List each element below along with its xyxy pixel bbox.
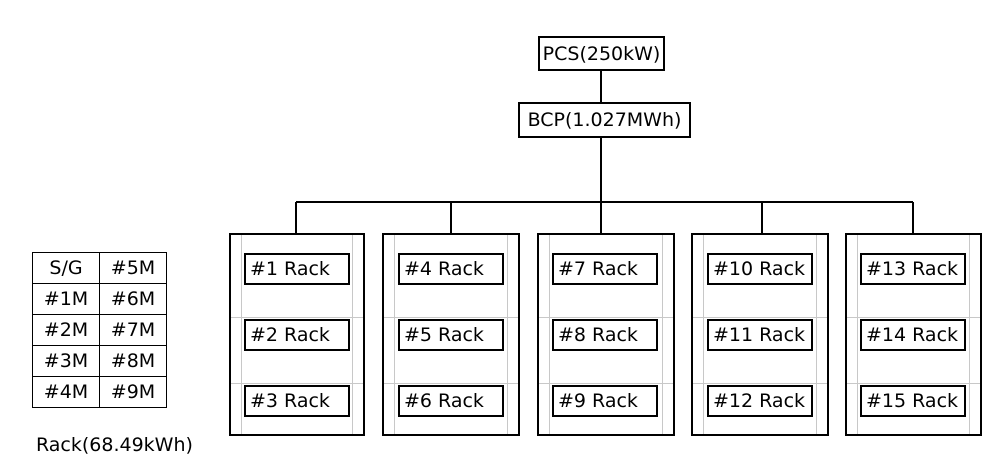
legend-cell: #3M — [32, 345, 100, 377]
legend-caption: Rack(68.49kWh) — [36, 434, 193, 456]
legend-cell: #6M — [99, 283, 167, 315]
legend-cell: #5M — [99, 252, 167, 284]
legend-row: #3M #8M — [32, 345, 167, 377]
module-legend-table: S/G #5M #1M #6M #2M #7M #3M #8M #4M #9M — [32, 252, 167, 408]
legend-row: #4M #9M — [32, 376, 167, 408]
legend-cell: #9M — [99, 376, 167, 408]
legend-row: #2M #7M — [32, 314, 167, 346]
rack-box: #9 Rack — [552, 385, 658, 417]
rack-label: #15 Rack — [866, 390, 959, 412]
rack-box: #4 Rack — [398, 253, 504, 285]
rack-label: #9 Rack — [558, 390, 638, 412]
rack-box: #7 Rack — [552, 253, 658, 285]
rack-box: #15 Rack — [860, 385, 966, 417]
legend-cell: #2M — [32, 314, 100, 346]
rack-group-2 — [382, 233, 520, 436]
rack-box: #8 Rack — [552, 319, 658, 351]
rack-group-1 — [229, 233, 365, 436]
legend-cell: #1M — [32, 283, 100, 315]
rack-label: #12 Rack — [713, 390, 806, 412]
rack-label: #11 Rack — [713, 324, 806, 346]
rack-label: #3 Rack — [250, 390, 330, 412]
rack-label: #4 Rack — [404, 258, 484, 280]
rack-box: #14 Rack — [860, 319, 966, 351]
rack-box: #1 Rack — [244, 253, 350, 285]
rack-label: #13 Rack — [866, 258, 959, 280]
rack-label: #2 Rack — [250, 324, 330, 346]
legend-row: S/G #5M — [32, 252, 167, 284]
rack-box: #2 Rack — [244, 319, 350, 351]
legend-row: #1M #6M — [32, 283, 167, 315]
rack-box: #12 Rack — [707, 385, 813, 417]
pcs-box: PCS(250kW) — [538, 36, 665, 71]
bcp-label: BCP(1.027MWh) — [527, 109, 682, 131]
legend-cell: #4M — [32, 376, 100, 408]
rack-box: #6 Rack — [398, 385, 504, 417]
rack-group-4 — [691, 233, 829, 436]
legend-cell: #8M — [99, 345, 167, 377]
rack-box: #10 Rack — [707, 253, 813, 285]
rack-label: #6 Rack — [404, 390, 484, 412]
rack-label: #10 Rack — [713, 258, 806, 280]
legend-cell: S/G — [32, 252, 100, 284]
rack-box: #11 Rack — [707, 319, 813, 351]
rack-label: #7 Rack — [558, 258, 638, 280]
rack-group-3 — [537, 233, 675, 436]
rack-label: #8 Rack — [558, 324, 638, 346]
legend-cell: #7M — [99, 314, 167, 346]
rack-box: #5 Rack — [398, 319, 504, 351]
rack-box: #3 Rack — [244, 385, 350, 417]
pcs-label: PCS(250kW) — [542, 42, 661, 65]
rack-box: #13 Rack — [860, 253, 966, 285]
rack-label: #1 Rack — [250, 258, 330, 280]
bcp-box: BCP(1.027MWh) — [518, 102, 691, 138]
rack-label: #5 Rack — [404, 324, 484, 346]
rack-label: #14 Rack — [866, 324, 959, 346]
rack-group-5 — [845, 233, 982, 436]
